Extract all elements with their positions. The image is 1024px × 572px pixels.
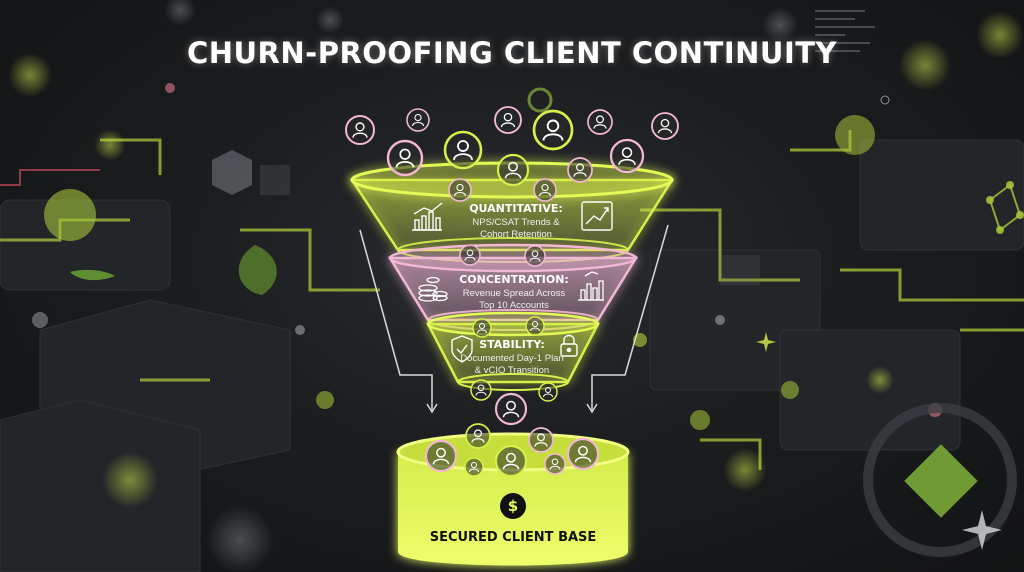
flow-arrow-right <box>586 224 669 414</box>
person-avatar-icon <box>587 109 613 135</box>
person-avatar-icon <box>470 379 492 401</box>
funnel-stage-concentration <box>387 243 639 331</box>
person-avatar-icon <box>494 392 528 426</box>
page-title: CHURN-PROOFING CLIENT CONTINUITY <box>186 36 838 70</box>
lock-icon <box>560 334 578 357</box>
stage-3-heading: STABILITY: <box>479 338 545 351</box>
person-avatar-icon <box>443 130 483 170</box>
person-avatar-icon <box>406 108 430 132</box>
person-avatar-icon <box>496 153 530 187</box>
person-avatar-icon <box>464 457 484 477</box>
dollar-sign-glyph: $ <box>508 497 518 515</box>
trend-line-icon <box>581 201 613 231</box>
client-avatars <box>345 106 679 478</box>
person-avatar-icon <box>566 437 600 471</box>
person-avatar-icon <box>448 178 472 202</box>
stage-1-line-2: Cohort Retention <box>480 229 552 240</box>
person-avatar-icon <box>525 316 545 336</box>
person-avatar-icon <box>544 453 566 475</box>
person-avatar-icon <box>524 245 546 267</box>
dollar-coin-icon <box>500 493 526 519</box>
person-avatar-icon <box>424 439 458 473</box>
stage-2-heading: CONCENTRATION: <box>459 273 569 286</box>
stage-2-line-2: Top 10 Accounts <box>479 300 549 311</box>
bar-chart-icon <box>412 202 443 231</box>
person-avatar-icon <box>472 318 492 338</box>
coin-stack-icon <box>418 276 448 302</box>
person-avatar-icon <box>532 109 574 151</box>
person-avatar-icon <box>465 423 491 449</box>
stage-2-line-1: Revenue Spread Across <box>463 288 566 299</box>
stage-3-line-1: Documented Day-1 Plan <box>460 353 564 364</box>
column-chart-icon <box>578 271 604 301</box>
person-avatar-icon <box>651 112 679 140</box>
person-avatar-icon <box>567 157 593 183</box>
shield-check-icon <box>451 335 473 363</box>
base-label: SECURED CLIENT BASE <box>430 530 597 545</box>
person-avatar-icon <box>494 444 528 478</box>
person-avatar-icon <box>528 427 554 453</box>
flow-arrow-left <box>359 229 438 414</box>
funnel-stage-stability <box>425 311 601 391</box>
person-avatar-icon <box>538 382 558 402</box>
stage-1-heading: QUANTITATIVE: <box>469 202 563 215</box>
person-avatar-icon <box>494 106 522 134</box>
person-avatar-icon <box>459 244 481 266</box>
person-avatar-icon <box>386 139 424 177</box>
person-avatar-icon <box>609 138 645 174</box>
person-avatar-icon <box>345 115 375 145</box>
stage-1-line-1: NPS/CSAT Trends & <box>472 217 560 228</box>
stage-3-line-2: & vCIO Transition <box>475 365 549 376</box>
person-avatar-icon <box>533 178 557 202</box>
